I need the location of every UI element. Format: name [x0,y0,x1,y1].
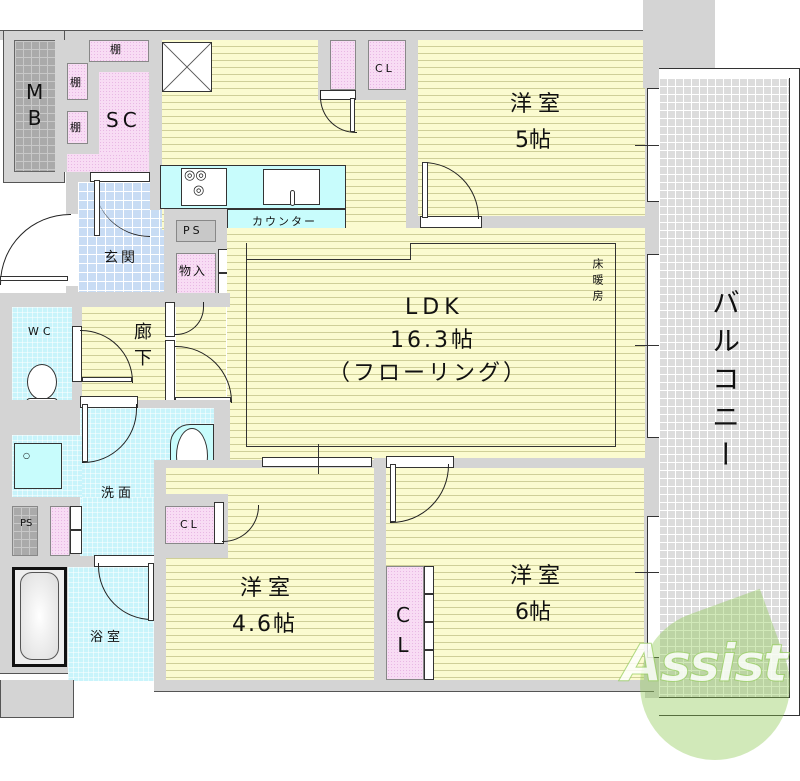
cl-room46-closet [165,506,215,544]
shelf-top [89,40,149,62]
bath-label: 浴室 [90,630,125,645]
counter-label: カウンター [252,215,317,228]
wash-linen-closet [50,506,70,556]
storage-label: 物入 [179,264,208,278]
room5-name: 洋室 [510,92,567,117]
ps-bottom-shaft [12,506,38,556]
room6-size: 6帖 [515,600,551,625]
room5-size: 5帖 [515,128,551,153]
corridor-door-upper[interactable] [165,302,175,337]
front-door-swing[interactable] [0,214,71,285]
washroom-door-leaf[interactable] [82,404,88,462]
linen-door-upper[interactable] [70,506,82,530]
bathtub-basin-icon [20,572,59,660]
room5-door-leaf[interactable] [422,162,428,218]
shelf-lower [67,111,88,144]
ldk-heated-area-step [246,259,411,260]
cl-room46-label: CL [180,518,200,531]
washing-machine-pan [14,443,62,489]
top-cl-label: CL [375,62,395,75]
stove-burner-icon: ◎◎ [184,168,207,183]
watermark-logo: Assist [622,634,789,694]
ldk-heated-area-stepv [410,243,411,260]
cl-room6-closet [386,566,424,680]
outer-wall-top [0,30,645,40]
shelf-mid-label: 棚 [70,76,81,89]
window-room6-handle [635,572,671,573]
shelf-mid [67,63,88,100]
bath-door-leaf[interactable] [148,563,154,621]
ldk-label: LDK [405,295,464,320]
washing-machine-drain-icon: ○ [23,451,30,460]
front-door-leaf[interactable] [0,276,68,281]
faucet-icon [290,190,295,206]
corridor-wall [66,293,230,307]
balcony-floor [659,78,790,698]
room46-sliding-door[interactable] [262,457,372,467]
room6-name: 洋室 [510,564,567,589]
ldk-heated-area-top [410,243,616,244]
room46-name: 洋室 [240,576,297,601]
shelf-lower-label: 棚 [70,121,81,134]
cl-room6-door-4[interactable] [424,650,434,680]
ldk-floor [227,228,645,460]
floor-heating-label: 床暖房 [591,258,604,306]
skylight-box [162,42,212,92]
corridor-door-lower[interactable] [165,340,175,406]
room46-sliding-door-handle [318,444,319,474]
entrance-label: 玄関 [104,250,138,266]
cl-room6-door-1[interactable] [424,566,434,594]
balcony-label: バルコニー [708,288,741,478]
wc-label: WC [28,325,55,338]
ps-bottom-label: PS [20,518,33,529]
linen-door-lower[interactable] [70,530,82,554]
toilet-bowl-icon [27,364,57,400]
top-small-closet [330,40,356,90]
entrance-inner-door-leaf[interactable] [94,180,100,236]
ldk-floor-type: （フローリング） [328,361,529,386]
top-small-closet-door-leaf[interactable] [350,98,355,132]
wall-left-upper [55,40,67,172]
corridor-label: 廊下 [131,322,152,374]
room46-size: 4.6帖 [232,612,297,637]
wc-door-leaf[interactable] [82,377,132,382]
ps-top-shaft [176,220,216,242]
stove-top [181,168,227,206]
stove-burner-icon: ◎ [193,183,205,198]
washroom-label: 洗面 [101,486,136,501]
bath-bottom-wall [0,680,74,718]
window-room5-handle [635,145,671,146]
washroom-south [82,497,154,557]
window-ldk-handle [635,345,671,346]
cl-room6-door-3[interactable] [424,622,434,650]
outer-wall-bottom [154,680,654,692]
ldk-heated-area [246,243,616,447]
wall-room5-left [406,40,418,228]
sc-label: SC [106,108,141,132]
room6-door-leaf[interactable] [390,464,396,522]
ps-top-label: PS [183,224,203,237]
cl-room6-door-2[interactable] [424,594,434,622]
wall-kitchen-left [150,40,162,210]
mb-space [14,40,56,172]
ldk-size: 16.3帖 [390,328,476,353]
shelf-top-label: 棚 [110,43,121,56]
top-cl-closet [368,40,406,90]
